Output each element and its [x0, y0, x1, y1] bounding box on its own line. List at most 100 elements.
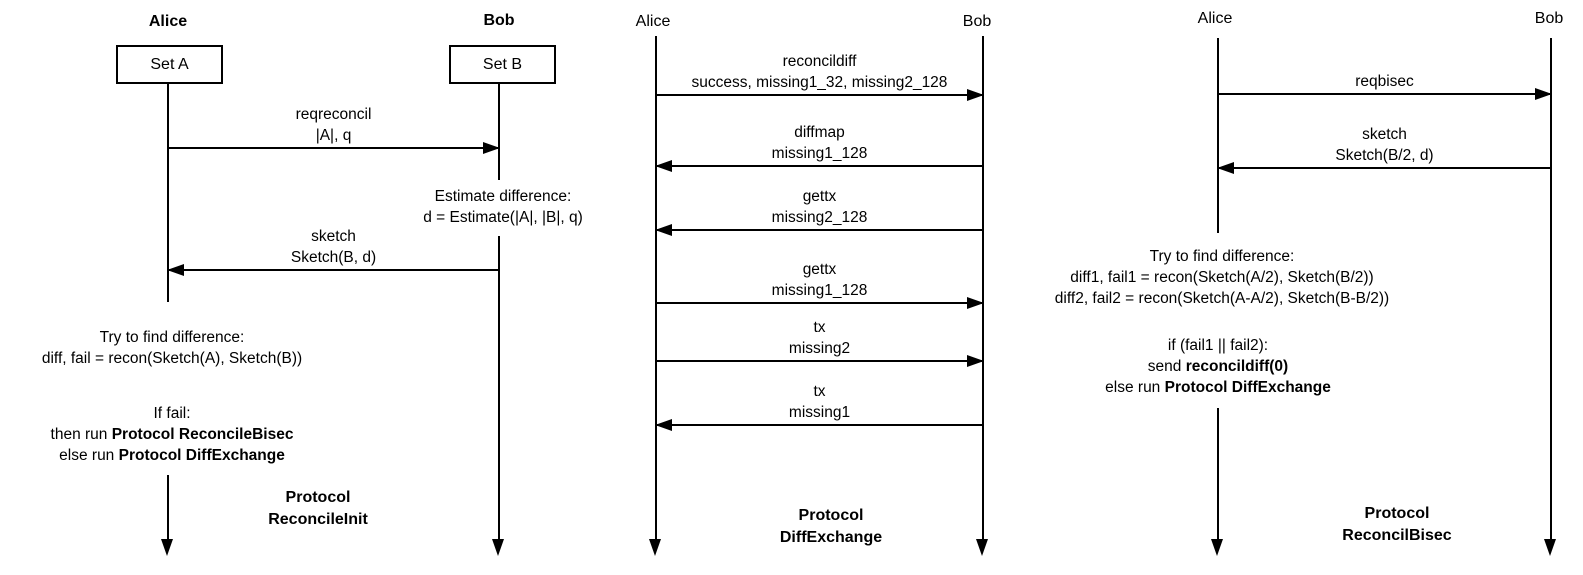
note-try-find-difference: Try to find difference: diff1, fail1 = r… — [1055, 246, 1389, 309]
text-line: |A|, q — [315, 127, 352, 144]
lifeline-bob — [498, 84, 500, 180]
lifeline-bob-arrowhead-icon — [976, 539, 988, 556]
message-tx-missing2: tx missing2 — [656, 319, 984, 367]
message-sketch: sketch Sketch(B/2, d) — [1217, 126, 1551, 174]
text-line: missing1_128 — [771, 282, 868, 299]
message-line — [656, 94, 983, 96]
arrowhead-left-icon — [1217, 162, 1234, 174]
note-if-fail: If fail: then run Protocol ReconcileBise… — [51, 403, 294, 466]
arrowhead-right-icon — [967, 297, 984, 309]
text-line: missing1_128 — [771, 145, 868, 162]
protocol-title-reconcilbisec: Protocol ReconcilBisec — [1342, 503, 1451, 547]
message-sketch: sketch Sketch(B, d) — [167, 228, 499, 276]
message-label: sketch Sketch(B, d) — [78, 226, 589, 268]
message-label: tx missing2 — [566, 317, 1073, 359]
text-line: ReconcilBisec — [1342, 527, 1452, 544]
message-label: tx missing1 — [566, 381, 1073, 423]
lifeline-alice-arrowhead-icon — [649, 539, 661, 556]
message-label: sketch Sketch(B/2, d) — [1128, 124, 1583, 166]
text-line: missing1 — [788, 404, 851, 421]
lifeline-bob — [982, 36, 984, 540]
actor-bob-label: Bob — [483, 12, 515, 29]
text-line: if (fail1 || fail2): — [1167, 337, 1269, 354]
text-line: tx — [813, 383, 826, 400]
message-reqbisec: reqbisec — [1218, 73, 1552, 100]
message-tx-missing1: tx missing1 — [655, 383, 983, 431]
text-line: DiffExchange — [779, 529, 883, 546]
message-reqreconcil: reqreconcil |A|, q — [168, 106, 500, 154]
text-line: then run Protocol ReconcileBisec — [50, 426, 294, 443]
lifeline-alice-arrowhead-icon — [1211, 539, 1223, 556]
lifeline-alice-arrowhead-icon — [161, 539, 173, 556]
message-line — [656, 229, 983, 231]
text-line: reconcildiff — [782, 53, 857, 70]
text-line: else run Protocol DiffExchange — [1105, 379, 1331, 396]
message-label: reconcildiff success, missing1_32, missi… — [566, 51, 1073, 93]
protocol-title-diffexchange: Protocol DiffExchange — [780, 505, 882, 549]
text-line: diff1, fail1 = recon(Sketch(A/2), Sketch… — [1070, 269, 1374, 286]
text-line: sketch — [311, 228, 356, 245]
arrowhead-right-icon — [483, 142, 500, 154]
text-line: Estimate difference: — [434, 188, 572, 205]
actor-box-set-b: Set B — [449, 45, 556, 84]
lifeline-bob-tail — [498, 236, 500, 540]
text-line: gettx — [802, 188, 837, 205]
message-label: diffmap missing1_128 — [566, 122, 1073, 164]
text-line: diffmap — [794, 124, 845, 141]
text-line: tx — [813, 319, 826, 336]
text-line: missing2 — [788, 340, 851, 357]
text-line: Try to find difference: — [1149, 248, 1295, 265]
arrowhead-right-icon — [967, 355, 984, 367]
arrowhead-left-icon — [655, 419, 672, 431]
arrowhead-left-icon — [655, 224, 672, 236]
text-line: Protocol — [1364, 505, 1430, 522]
text-line: send reconcildiff(0) — [1147, 358, 1289, 375]
message-line — [1218, 93, 1551, 95]
text-line: reqbisec — [1355, 73, 1414, 90]
message-label: gettx missing1_128 — [566, 259, 1073, 301]
message-diffmap: diffmap missing1_128 — [655, 124, 983, 172]
message-label: reqbisec — [1128, 71, 1583, 92]
lifeline-alice — [167, 84, 169, 302]
message-line — [1218, 167, 1551, 169]
set-b-label: Set B — [482, 55, 523, 73]
message-line — [656, 360, 983, 362]
actor-alice-label: Alice — [635, 13, 671, 30]
arrowhead-right-icon — [967, 89, 984, 101]
text-line: reqreconcil — [295, 106, 372, 123]
message-line — [168, 269, 499, 271]
text-line: Sketch(B/2, d) — [1335, 147, 1434, 164]
text-line: d = Estimate(|A|, |B|, q) — [423, 209, 583, 226]
protocol-title-reconcileinit: Protocol ReconcileInit — [268, 487, 368, 531]
text-line: success, missing1_32, missing2_128 — [691, 74, 948, 91]
text-line: diff, fail = recon(Sketch(A), Sketch(B)) — [41, 350, 303, 367]
text-line: Sketch(B, d) — [290, 249, 377, 266]
actor-bob-label: Bob — [962, 13, 992, 30]
text-line: Protocol — [798, 507, 864, 524]
actor-bob-label: Bob — [1534, 10, 1564, 27]
message-reconcildiff: reconcildiff success, missing1_32, missi… — [656, 53, 984, 101]
text-line: Try to find difference: — [99, 329, 245, 346]
text-line: diff2, fail2 = recon(Sketch(A-A/2), Sket… — [1054, 290, 1390, 307]
message-gettx-missing2: gettx missing2_128 — [655, 188, 983, 236]
note-try-find-difference: Try to find difference: diff, fail = rec… — [42, 327, 302, 369]
lifeline-bob-arrowhead-icon — [492, 539, 504, 556]
arrowhead-right-icon — [1535, 88, 1552, 100]
text-line: ReconcileInit — [268, 511, 368, 528]
text-line: If fail: — [153, 405, 191, 422]
set-a-label: Set A — [150, 55, 189, 73]
arrowhead-left-icon — [167, 264, 184, 276]
lifeline-alice — [1217, 38, 1219, 233]
text-line: Protocol — [285, 489, 351, 506]
message-line — [656, 302, 983, 304]
lifeline-bob — [1550, 38, 1552, 540]
actor-box-set-a: Set A — [116, 45, 223, 84]
lifeline-alice — [655, 36, 657, 540]
note-if-fail: if (fail1 || fail2): send reconcildiff(0… — [1105, 335, 1331, 398]
text-line: sketch — [1362, 126, 1407, 143]
text-line: missing2_128 — [771, 209, 868, 226]
lifeline-alice-tail — [1217, 408, 1219, 540]
message-label: reqreconcil |A|, q — [78, 104, 589, 146]
lifeline-bob-arrowhead-icon — [1544, 539, 1556, 556]
text-line: gettx — [802, 261, 837, 278]
